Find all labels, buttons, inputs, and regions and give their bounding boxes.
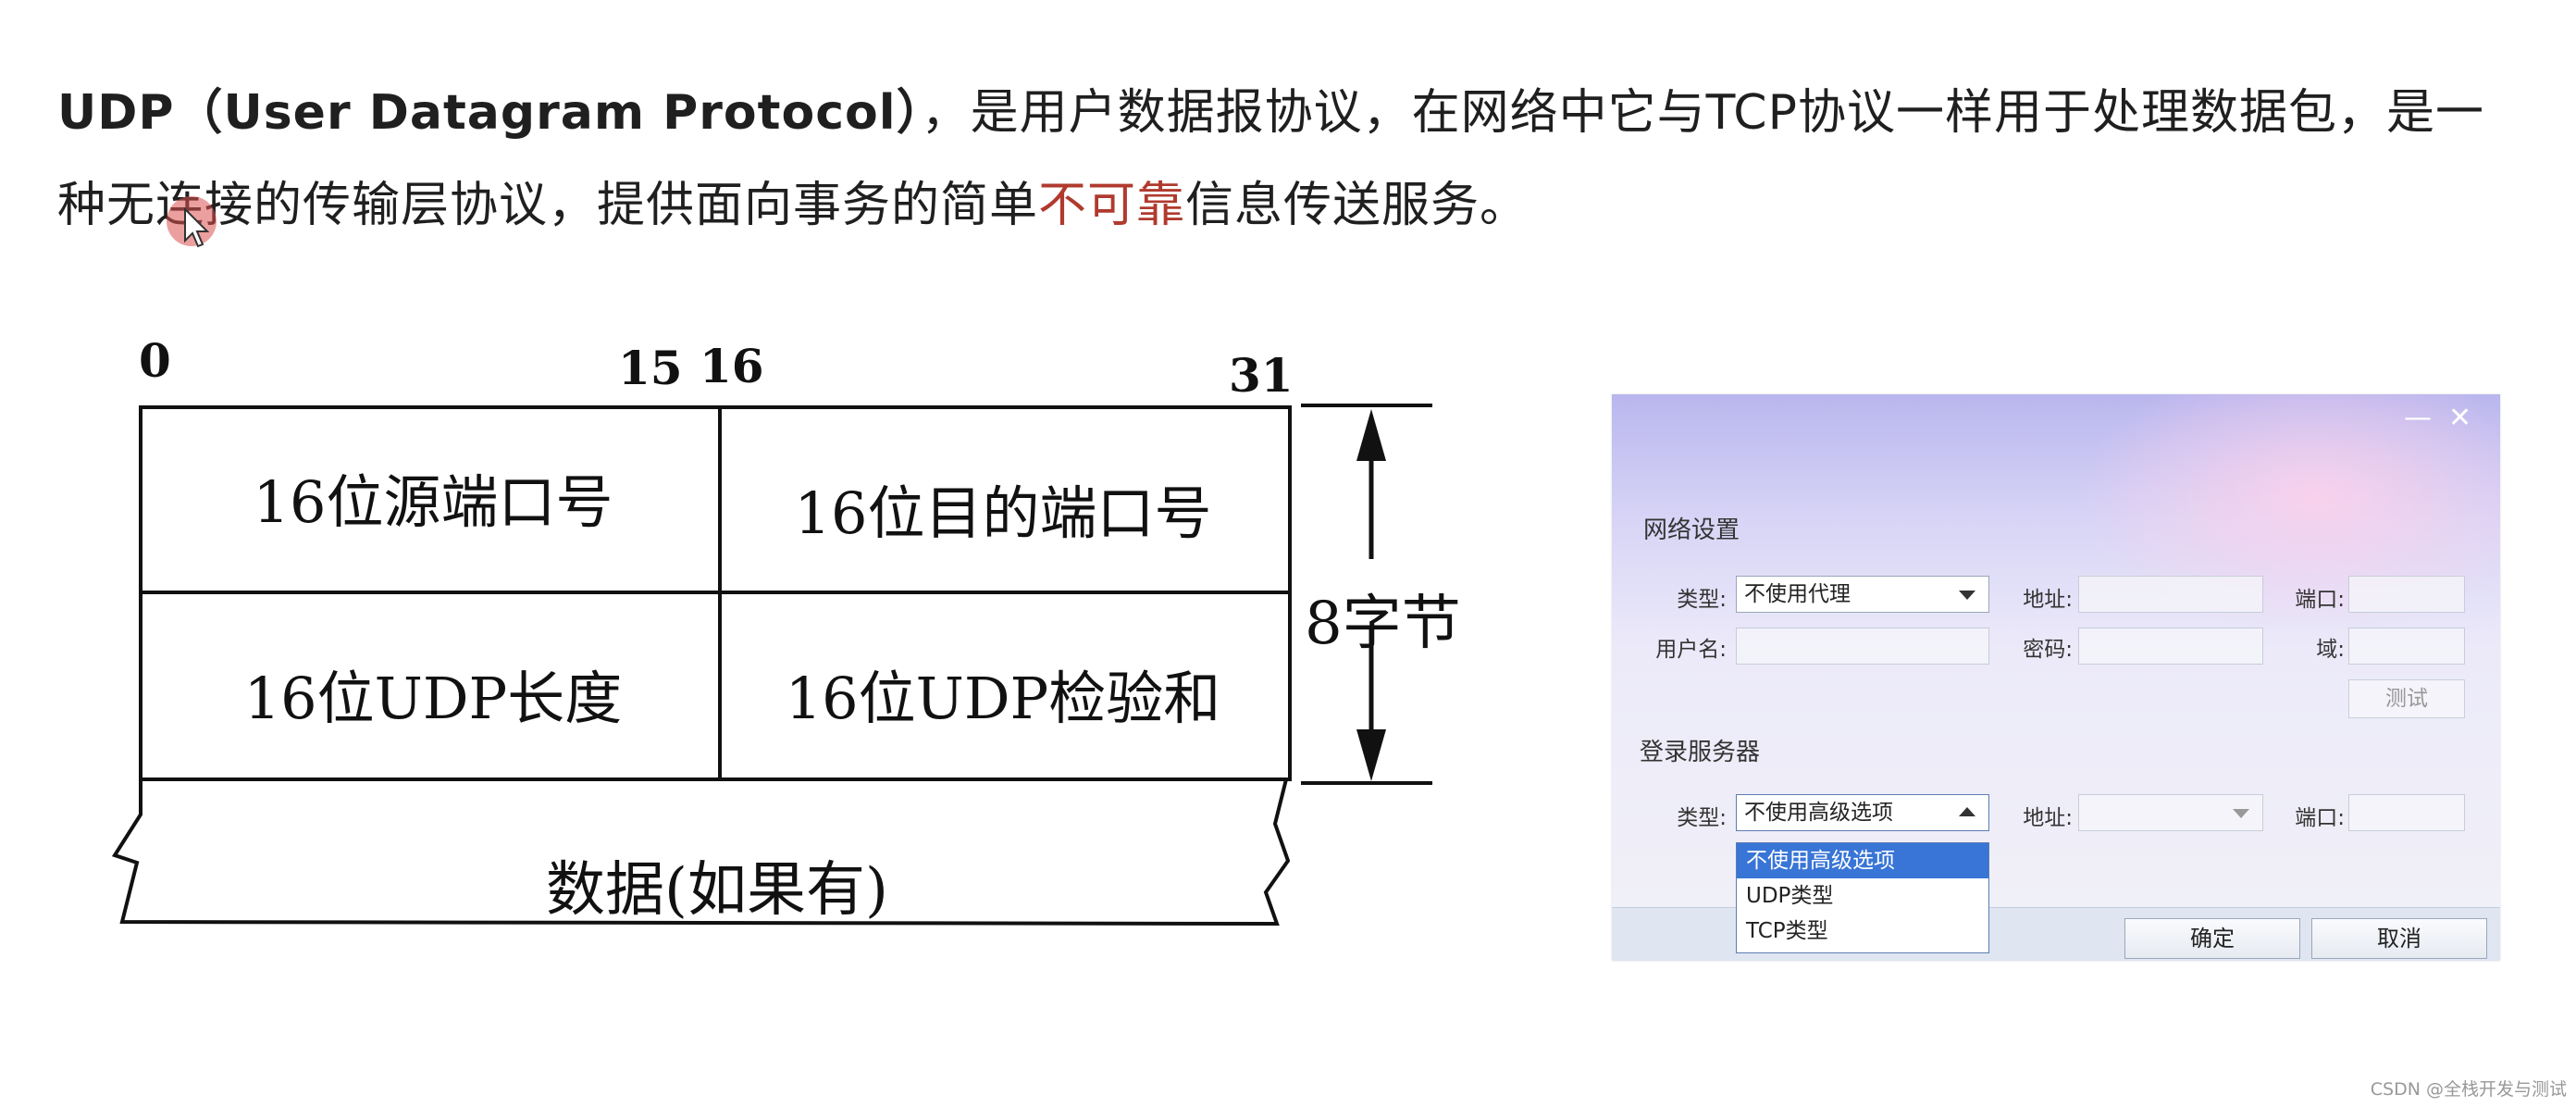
bit-label-15: 15 bbox=[618, 341, 683, 395]
close-icon[interactable]: ✕ bbox=[2448, 402, 2472, 434]
udp-header-diagram: 0 15 16 31 16位源端口号 16位目的端口号 16位UDP长度 16位… bbox=[102, 333, 1471, 963]
source-port-cell: 16位源端口号 bbox=[253, 468, 613, 536]
intro-text-1: ，是用户数据报协议，在网络中它与TCP协议一样用于处理数据包，是一种无连接的传输… bbox=[57, 85, 2484, 233]
advanced-type-select[interactable]: 不使用高级选项 bbox=[1736, 794, 1989, 831]
proxy-type-label: 类型: bbox=[1677, 588, 1727, 612]
domain-label: 域: bbox=[2316, 638, 2345, 662]
username-input[interactable] bbox=[1736, 628, 1989, 665]
bit-label-31: 31 bbox=[1229, 348, 1294, 403]
bit-label-0: 0 bbox=[139, 333, 171, 388]
data-label: 数据(如果有) bbox=[546, 856, 888, 925]
password-label: 密码: bbox=[2023, 638, 2073, 662]
ok-button[interactable]: 确定 bbox=[2124, 918, 2300, 959]
watermark: CSDN @全栈开发与测试 bbox=[2370, 1079, 2567, 1100]
address-input[interactable] bbox=[2078, 576, 2263, 613]
row-divider bbox=[142, 591, 1288, 594]
udp-term: UDP（User Datagram Protocol） bbox=[57, 85, 922, 141]
byte-span-arrows bbox=[1301, 404, 1432, 785]
port-label: 端口: bbox=[2295, 588, 2345, 612]
intro-paragraph: UDP（User Datagram Protocol），是用户数据报协议，在网络… bbox=[57, 67, 2519, 252]
advanced-type-dropdown: 不使用高级选项 UDP类型 TCP类型 bbox=[1736, 842, 1989, 953]
chevron-up-icon bbox=[1959, 807, 1975, 816]
mouse-pointer-icon bbox=[184, 207, 209, 248]
login-server-title: 登录服务器 bbox=[1640, 739, 1761, 766]
proxy-type-select[interactable]: 不使用代理 bbox=[1736, 576, 1989, 613]
proxy-type-value: 不使用代理 bbox=[1744, 582, 1851, 606]
udp-checksum-cell: 16位UDP检验和 bbox=[785, 665, 1221, 732]
username-label: 用户名: bbox=[1655, 638, 1727, 662]
cancel-button[interactable]: 取消 bbox=[2311, 918, 2487, 959]
dest-port-cell: 16位目的端口号 bbox=[794, 479, 1212, 547]
dropdown-option-tcp[interactable]: TCP类型 bbox=[1746, 919, 1828, 943]
password-input[interactable] bbox=[2078, 628, 2263, 665]
data-area-outline bbox=[111, 778, 1291, 926]
bit-label-16: 16 bbox=[700, 339, 764, 393]
login-address-select[interactable] bbox=[2078, 794, 2263, 831]
advanced-type-value: 不使用高级选项 bbox=[1744, 801, 1893, 825]
chevron-down-icon bbox=[2233, 809, 2249, 818]
intro-text-2: 信息传送服务。 bbox=[1185, 178, 1530, 233]
minimize-icon[interactable]: — bbox=[2404, 402, 2432, 434]
unreliable-highlight: 不可靠 bbox=[1038, 178, 1186, 233]
chevron-down-icon bbox=[1959, 591, 1975, 600]
login-address-label: 地址: bbox=[2023, 806, 2073, 830]
header-box: 16位源端口号 16位目的端口号 16位UDP长度 16位UDP检验和 bbox=[139, 405, 1292, 781]
dropdown-option-udp[interactable]: UDP类型 bbox=[1746, 884, 1834, 908]
domain-input[interactable] bbox=[2348, 628, 2465, 665]
network-settings-dialog: — ✕ 网络设置 类型: 不使用代理 地址: 端口: 用户名: 密码: 域: 测… bbox=[1612, 394, 2500, 961]
login-type-label: 类型: bbox=[1677, 806, 1727, 830]
udp-length-cell: 16位UDP长度 bbox=[243, 665, 623, 732]
network-settings-title: 网络设置 bbox=[1643, 516, 1740, 544]
port-input[interactable] bbox=[2348, 576, 2465, 613]
login-port-label: 端口: bbox=[2295, 806, 2345, 830]
address-label: 地址: bbox=[2023, 588, 2073, 612]
dropdown-option-none[interactable]: 不使用高级选项 bbox=[1737, 843, 1988, 878]
eight-bytes-label: 8字节 bbox=[1305, 590, 1461, 658]
test-button[interactable]: 测试 bbox=[2348, 679, 2465, 718]
login-port-input[interactable] bbox=[2348, 794, 2465, 831]
